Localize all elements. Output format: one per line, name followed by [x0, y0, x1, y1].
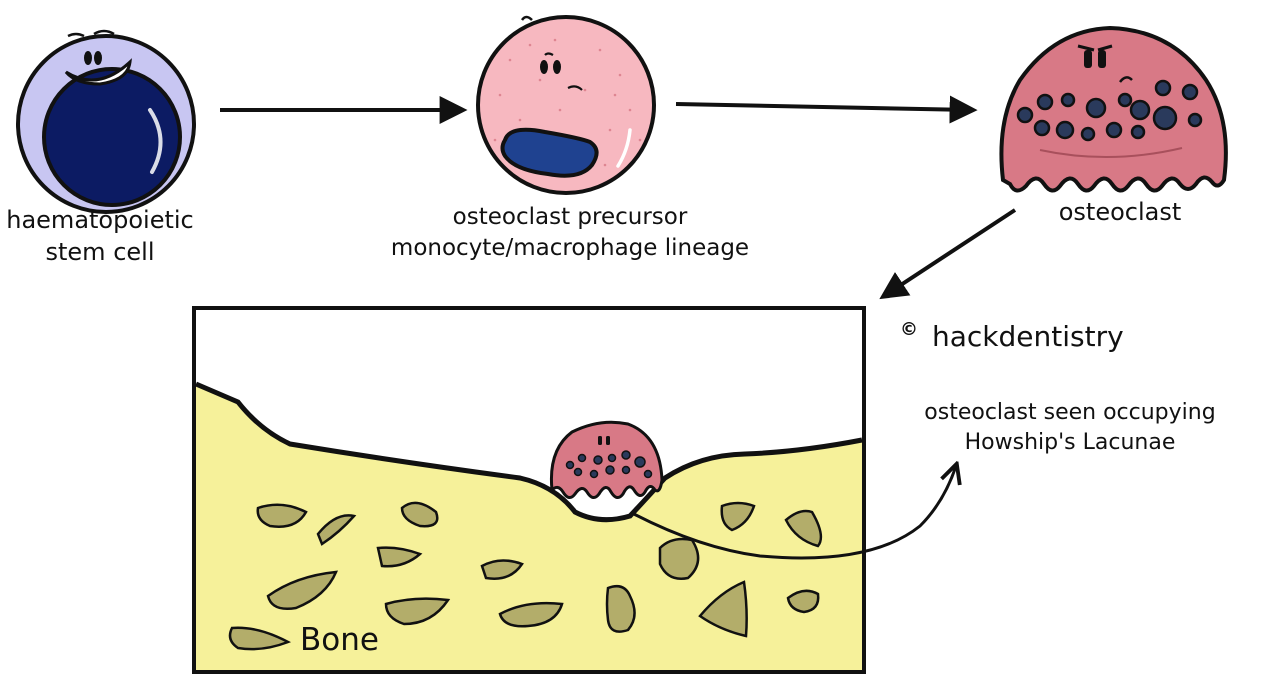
precursor-label-line2: monocyte/macrophage lineage	[390, 235, 750, 262]
occupy-annotation: osteoclast seen occupying Howship's Lacu…	[880, 398, 1260, 457]
arrow-lacuna-to-annotation	[633, 466, 956, 560]
arrow-precursor-to-osteoclast	[675, 95, 978, 124]
osteoclast-cell	[999, 25, 1228, 193]
precursor-eye-right	[553, 60, 561, 74]
occupy-line1: osteoclast seen occupying	[924, 400, 1216, 425]
hsc-eye-right	[94, 51, 102, 65]
bone-lacunae	[228, 501, 823, 651]
osteoclast-label: osteoclast	[1058, 198, 1182, 226]
hsc-label-line2: stem cell	[45, 238, 155, 267]
precursor-label-line1: osteoclast precursor	[452, 204, 688, 230]
osteoclast-in-lacuna	[549, 420, 664, 499]
precursor-label: osteoclast precursor monocyte/macrophage…	[360, 202, 780, 264]
hsc-label: haematopoietic stem cell	[0, 204, 200, 269]
occupy-line2: Howship's Lacunae	[964, 429, 1176, 455]
precursor-eye-left	[540, 60, 548, 74]
hsc-eye-left	[84, 51, 92, 65]
hsc-label-line1: haematopoietic	[6, 206, 194, 234]
precursor-cell	[476, 15, 656, 195]
credit-name: hackdentistry	[932, 320, 1124, 353]
arrow-osteoclast-to-bone	[879, 208, 1017, 300]
bone-label: Bone	[300, 622, 379, 658]
copyright-symbol: ©	[900, 319, 918, 340]
credit-label: © hackdentistry	[900, 318, 1200, 356]
hsc-cell	[16, 29, 196, 214]
bone-box	[192, 306, 956, 674]
